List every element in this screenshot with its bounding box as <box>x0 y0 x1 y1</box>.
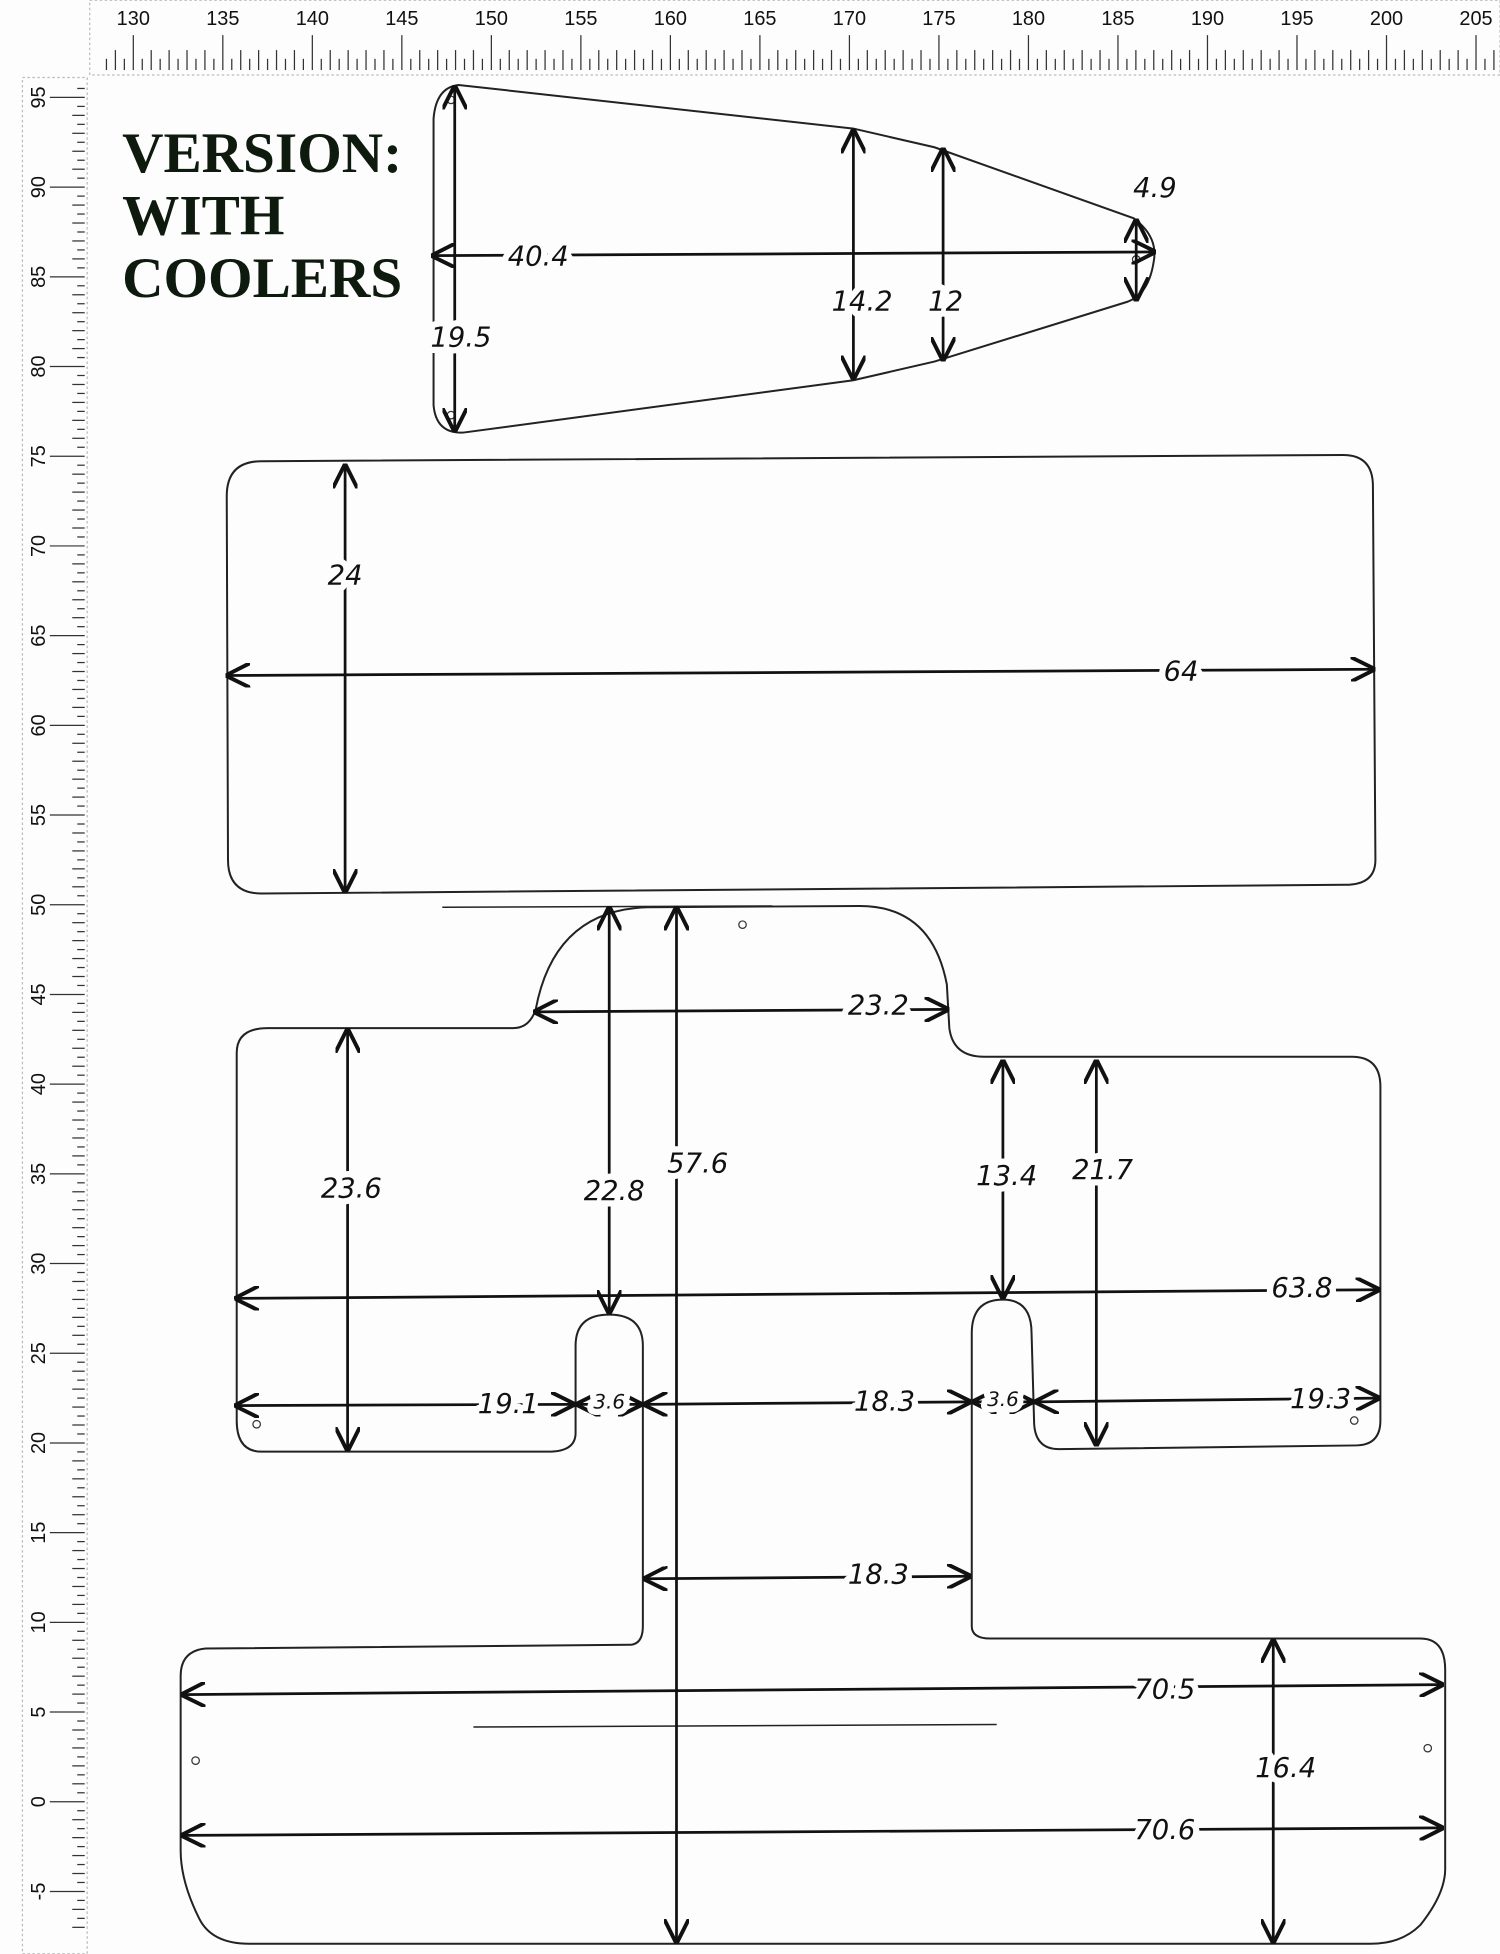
top-ruler-label: 170 <box>833 8 866 30</box>
top-ruler-label: 175 <box>922 8 955 30</box>
dim-label-19-1: 19.1 <box>478 1389 539 1420</box>
top-ruler-label: 150 <box>475 8 508 30</box>
dim-label-18-3-stem: 18.3 <box>848 1560 909 1591</box>
dim-label-14-2: 14.2 <box>832 286 893 317</box>
dimension-line <box>237 1404 573 1405</box>
dim-label-23-2: 23.2 <box>848 990 909 1021</box>
dim-label-70-5: 70.5 <box>1134 1674 1195 1705</box>
left-ruler-label: 95 <box>28 86 50 108</box>
left-ruler-label: 45 <box>28 983 50 1005</box>
left-ruler-label: 75 <box>28 445 50 467</box>
dim-label-19-3: 19.3 <box>1290 1384 1351 1415</box>
dim-label-16-4: 16.4 <box>1255 1753 1316 1784</box>
left-ruler-label: 80 <box>28 355 50 377</box>
left-ruler-label: 20 <box>28 1432 50 1454</box>
dim-label-63-8: 63.8 <box>1271 1273 1332 1304</box>
rectangle-panel-outline <box>225 453 1377 895</box>
left-ruler-label: 35 <box>28 1163 50 1185</box>
panel-rectangle: 24 64 <box>225 453 1377 895</box>
tapered-panel-outline <box>432 83 1156 434</box>
left-ruler-label: 60 <box>28 714 50 736</box>
left-ruler-label: 70 <box>28 535 50 557</box>
dim-label-3-6-right: 3.6 <box>987 1388 1019 1411</box>
dimension-line <box>183 1828 1441 1835</box>
mount-hole <box>738 920 747 930</box>
mount-hole <box>1423 1743 1433 1753</box>
top-ruler-label: 130 <box>117 8 150 30</box>
top-ruler-border <box>89 0 1500 76</box>
left-ruler-label: 55 <box>28 804 50 826</box>
title-line-2: WITH <box>122 184 284 247</box>
top-ruler-label: 190 <box>1191 8 1224 30</box>
top-ruler-label: 155 <box>564 8 597 30</box>
left-ruler-label: 15 <box>28 1522 50 1544</box>
top-ruler-label: 200 <box>1370 8 1403 30</box>
top-ruler-label: 195 <box>1280 8 1313 30</box>
dimension-line <box>645 1402 969 1404</box>
left-ruler-label: -5 <box>28 1883 50 1901</box>
dim-label-70-6: 70.6 <box>1134 1815 1195 1846</box>
dim-label-21-7: 21.7 <box>1072 1155 1134 1186</box>
dimension-line <box>237 1290 1378 1299</box>
left-ruler-label: 30 <box>28 1252 50 1274</box>
left-ruler-label: 50 <box>28 894 50 916</box>
dim-label-22-8: 22.8 <box>584 1176 645 1207</box>
mount-hole <box>191 1756 200 1765</box>
dim-label-24: 24 <box>328 561 363 592</box>
top-ruler-label: 185 <box>1101 8 1134 30</box>
dim-label-4-9: 4.9 <box>1133 173 1177 204</box>
top-ruler-label: 145 <box>385 8 418 30</box>
floor-panel-outline <box>179 904 1447 1945</box>
dim-label-64: 64 <box>1164 657 1199 688</box>
dim-label-57-6: 57.6 <box>667 1149 728 1180</box>
reference-line <box>473 1723 997 1728</box>
top-ruler-label: 180 <box>1012 8 1045 30</box>
dimension-line <box>228 669 1373 675</box>
panel-floor: 23.2 23.6 22.8 57.6 13.4 21.7 63.8 19.1 … <box>179 904 1447 1945</box>
left-ruler-label: 90 <box>28 176 50 198</box>
title-line-1: VERSION: <box>122 122 402 185</box>
top-ruler-label: 165 <box>743 8 776 30</box>
left-ruler-label: 25 <box>28 1342 50 1364</box>
mount-hole <box>252 1419 262 1429</box>
mount-hole <box>1349 1416 1359 1425</box>
dim-label-3-6-left: 3.6 <box>593 1391 625 1414</box>
dim-label-12: 12 <box>928 286 963 317</box>
left-ruler-label: 65 <box>28 625 50 647</box>
dim-label-19-5: 19.5 <box>430 323 491 354</box>
dimension-line <box>434 252 1154 256</box>
top-ruler-label: 140 <box>296 8 329 30</box>
top-ruler-label: 160 <box>654 8 687 30</box>
left-ruler-label: 40 <box>28 1073 50 1095</box>
dimension-line <box>1037 1398 1378 1402</box>
dimension-line <box>183 1685 1441 1695</box>
version-title: VERSION: WITH COOLERS <box>122 122 402 310</box>
left-ruler-label: 85 <box>28 266 50 288</box>
dim-label-18-3: 18.3 <box>854 1387 915 1418</box>
left-ruler-label: 10 <box>28 1611 50 1633</box>
title-line-3: COOLERS <box>122 247 402 310</box>
dim-label-23-6: 23.6 <box>321 1174 382 1205</box>
left-ruler-label: 5 <box>28 1707 50 1718</box>
panel-tapered: 40.4 19.5 14.2 12 4.9 <box>424 83 1183 434</box>
dimension-line <box>645 1576 969 1578</box>
top-ruler-label: 135 <box>206 8 239 30</box>
top-ruler-label: 205 <box>1459 8 1492 30</box>
dim-label-13-4: 13.4 <box>976 1161 1037 1192</box>
top-ruler: 130 135 140 145 150 155 160 165 170 175 180 185 190 1… <box>89 0 1500 76</box>
dim-label-40-4: 40.4 <box>508 242 569 273</box>
left-ruler-label: 0 <box>28 1796 50 1807</box>
